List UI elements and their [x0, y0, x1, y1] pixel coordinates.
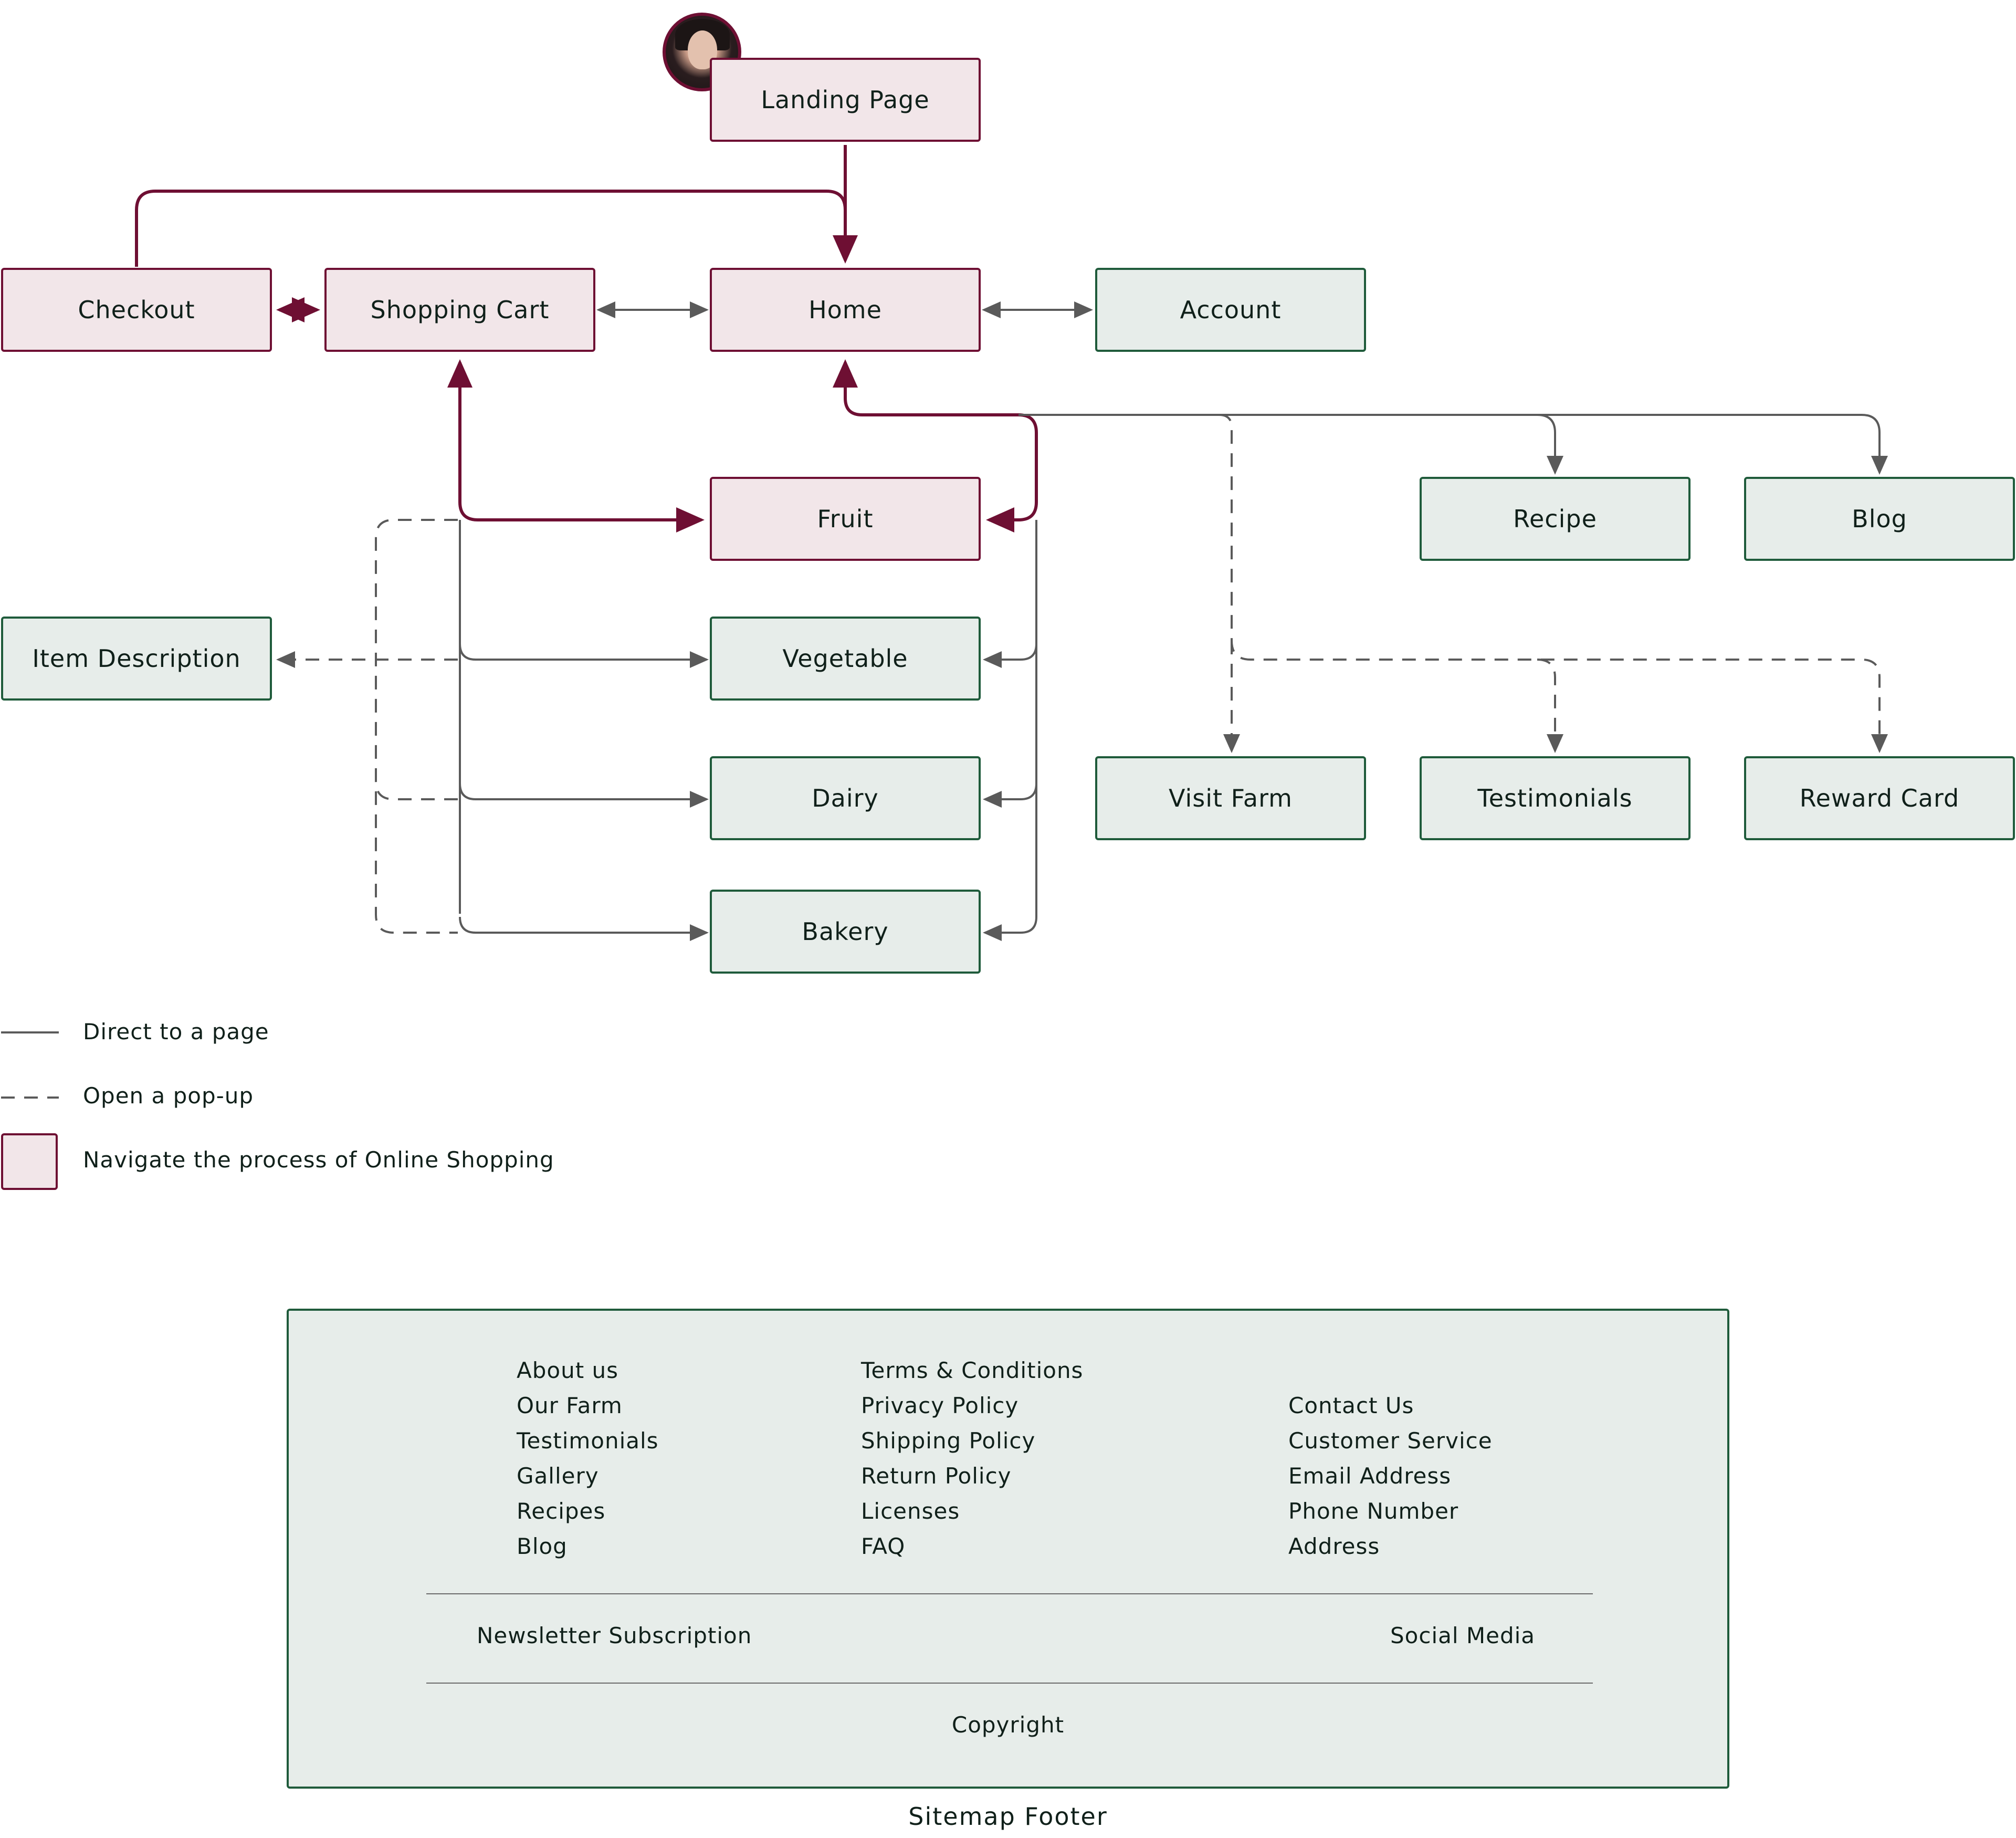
node-label: Bakery: [802, 917, 889, 946]
node-vegetable[interactable]: Vegetable: [710, 617, 981, 701]
node-label: Dairy: [812, 784, 879, 812]
connector-checkout-home: [135, 190, 847, 267]
node-label: Shopping Cart: [370, 296, 550, 324]
node-label: Checkout: [78, 296, 195, 324]
node-visit-farm[interactable]: Visit Farm: [1095, 756, 1366, 840]
node-label: Vegetable: [782, 644, 908, 673]
connector-layer: [1, 145, 1888, 1033]
node-label: Testimonials: [1477, 784, 1633, 812]
footer-link[interactable]: Shipping Policy: [861, 1428, 1036, 1454]
node-blog[interactable]: Blog: [1744, 477, 2015, 561]
node-label: Account: [1180, 296, 1282, 324]
node-home[interactable]: Home: [710, 268, 981, 352]
legend-shopping-label: Navigate the process of Online Shopping: [83, 1147, 554, 1173]
node-testimonials[interactable]: Testimonials: [1420, 756, 1690, 840]
footer-link[interactable]: Blog: [517, 1533, 568, 1559]
connector-items-dairy-popup: [375, 781, 458, 800]
node-label: Recipe: [1513, 505, 1597, 533]
footer-copyright: Copyright: [951, 1712, 1065, 1738]
node-reward-card[interactable]: Reward Card: [1744, 756, 2015, 840]
footer-link[interactable]: Testimonials: [517, 1428, 659, 1454]
node-label: Home: [808, 296, 882, 324]
node-label: Item Description: [32, 644, 241, 673]
node-label: Blog: [1852, 505, 1907, 533]
footer-link[interactable]: Our Farm: [517, 1393, 623, 1418]
node-label: Landing Page: [761, 86, 930, 114]
node-account[interactable]: Account: [1095, 268, 1366, 352]
footer-link[interactable]: Email Address: [1288, 1463, 1452, 1489]
connector-home-vegetable: [983, 643, 1037, 668]
footer-link[interactable]: Phone Number: [1288, 1498, 1459, 1524]
node-item-description[interactable]: Item Description: [1, 617, 272, 701]
footer-social-media[interactable]: Social Media: [1390, 1623, 1536, 1648]
footer-link[interactable]: Customer Service: [1288, 1428, 1493, 1454]
node-landing-page[interactable]: Landing Page: [710, 58, 981, 142]
footer-caption: Sitemap Footer: [908, 1802, 1108, 1831]
node-label: Fruit: [817, 505, 874, 533]
footer-column-about: About us Our Farm Testimonials Gallery R…: [517, 1353, 659, 1564]
footer-link[interactable]: Return Policy: [861, 1463, 1012, 1489]
node-dairy[interactable]: Dairy: [710, 756, 981, 840]
connector-items-bracket: [375, 519, 458, 934]
legend-direct-label: Direct to a page: [83, 1019, 269, 1045]
node-checkout[interactable]: Checkout: [1, 268, 272, 352]
footer-link[interactable]: Privacy Policy: [861, 1393, 1019, 1418]
legend-popup-sample: [1, 1096, 59, 1099]
connector-cart-bakery: [459, 916, 709, 941]
footer-newsletter[interactable]: Newsletter Subscription: [477, 1623, 752, 1648]
footer-link[interactable]: Address: [1288, 1533, 1380, 1559]
connector-home-recipe: [1018, 414, 1563, 475]
footer-link[interactable]: About us: [517, 1357, 619, 1383]
footer-divider: [426, 1593, 1593, 1594]
node-bakery[interactable]: Bakery: [710, 890, 981, 974]
connector-home-blog: [1537, 414, 1888, 475]
connector-cart-vegetable: [459, 643, 709, 668]
legend-shopping-swatch: [1, 1133, 58, 1190]
node-label: Visit Farm: [1169, 784, 1293, 812]
footer-sitemap-box: About us Our Farm Testimonials Gallery R…: [287, 1309, 1729, 1789]
node-recipe[interactable]: Recipe: [1420, 477, 1690, 561]
legend-popup-label: Open a pop-up: [83, 1083, 254, 1109]
footer-column-policies: Terms & Conditions Privacy Policy Shippi…: [861, 1353, 1083, 1564]
footer-link[interactable]: Terms & Conditions: [861, 1357, 1084, 1383]
footer-link[interactable]: Recipes: [517, 1498, 606, 1524]
connector-home-fruit: [833, 359, 1038, 532]
footer-divider: [426, 1683, 1593, 1684]
connector-popup-spine: [1219, 414, 1888, 753]
footer-column-contact: Contact Us Customer Service Email Addres…: [1288, 1388, 1493, 1564]
node-label: Reward Card: [1799, 784, 1960, 812]
connector-cart-fruit: [447, 359, 705, 532]
footer-link[interactable]: FAQ: [861, 1533, 906, 1559]
footer-link[interactable]: Contact Us: [1288, 1393, 1414, 1418]
connector-home-dairy: [983, 783, 1037, 808]
node-shopping-cart[interactable]: Shopping Cart: [324, 268, 595, 352]
footer-link[interactable]: Gallery: [517, 1463, 599, 1489]
node-fruit[interactable]: Fruit: [710, 477, 981, 561]
connector-popup-testimonials: [1537, 659, 1563, 753]
connector-cart-dairy: [459, 783, 709, 808]
connector-home-bakery: [983, 916, 1037, 941]
footer-link[interactable]: Licenses: [861, 1498, 960, 1524]
